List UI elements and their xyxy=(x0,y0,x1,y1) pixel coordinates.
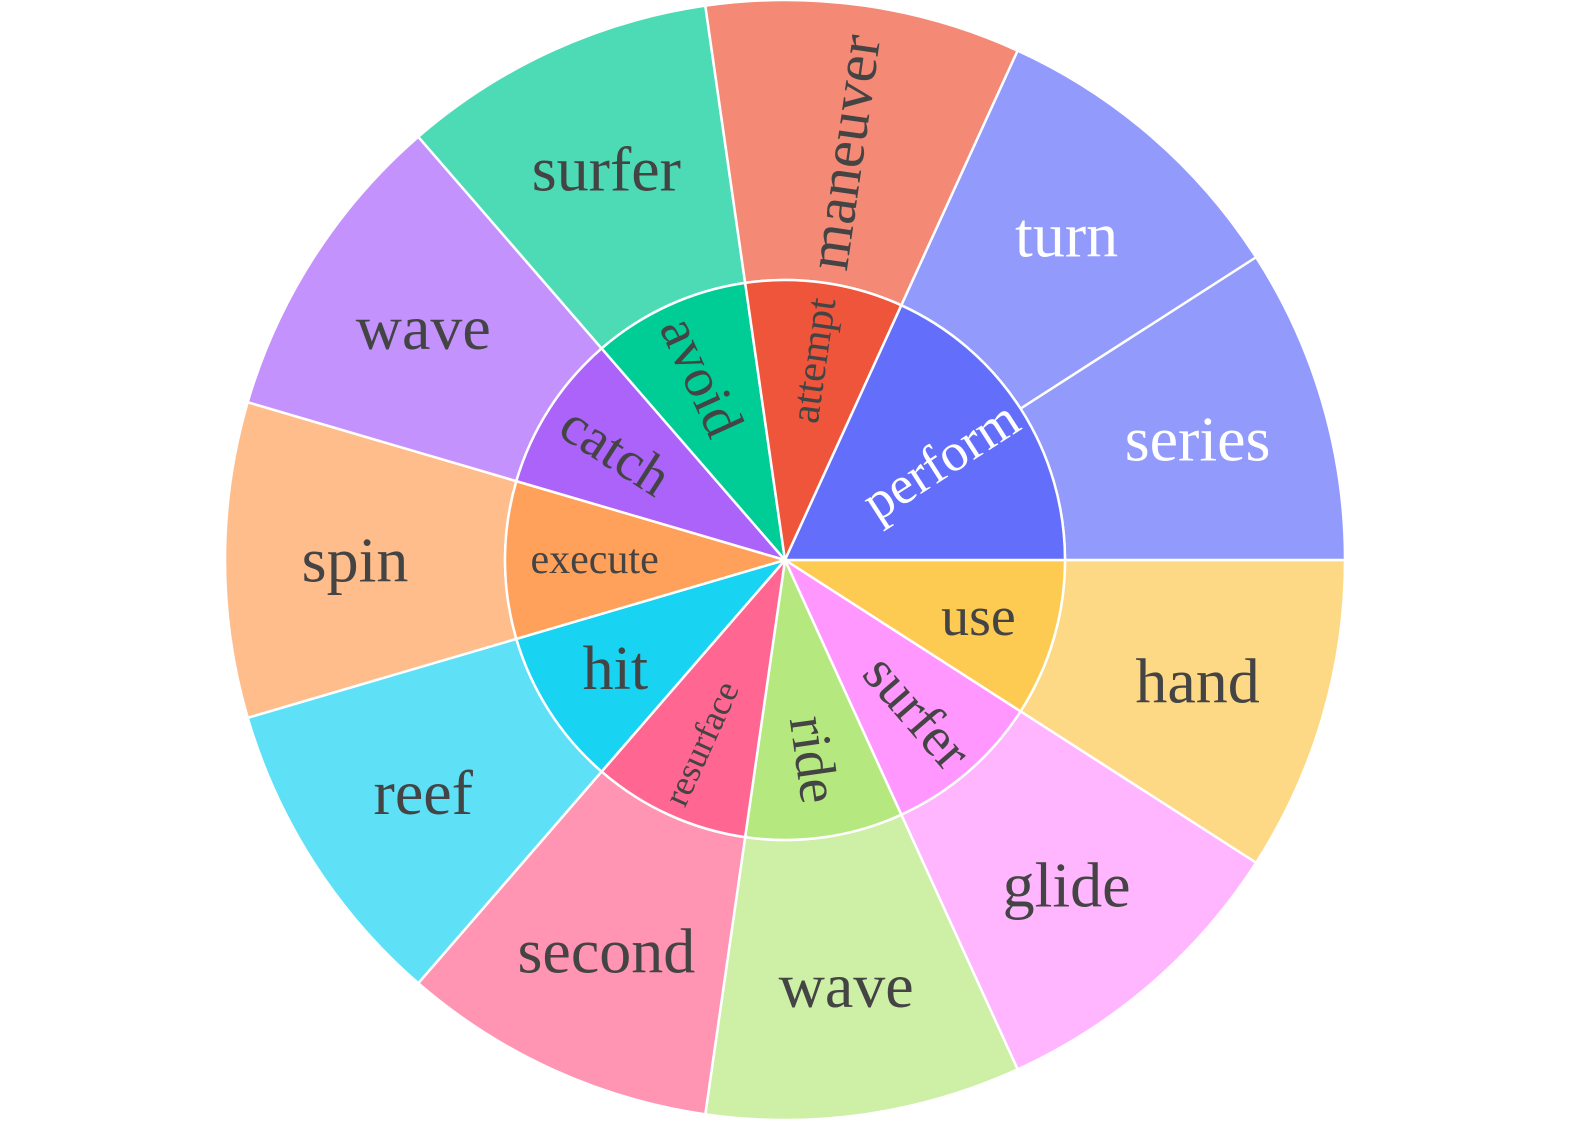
inner-segment-ride xyxy=(743,558,903,842)
inner-segment-use xyxy=(783,558,1067,713)
outer-label-glide-surfer: glide xyxy=(1003,849,1131,920)
inner-label-ride: ride xyxy=(777,712,851,807)
outer-ring xyxy=(223,0,1347,1122)
outer-label-spin-execute: spin xyxy=(302,525,409,596)
inner-segment-execute xyxy=(503,479,787,641)
inner-label-hit: hit xyxy=(583,635,648,703)
inner-segment-avoid xyxy=(600,281,787,562)
outer-label-hand-use: hand xyxy=(1135,646,1259,717)
outer-label-turn-perform: turn xyxy=(1015,200,1118,271)
outer-label-second-resurface: second xyxy=(518,916,696,987)
inner-segment-surfer xyxy=(783,558,1022,816)
inner-segment-catch xyxy=(515,347,787,562)
inner-segment-perform xyxy=(783,304,1067,562)
outer-label-series-perform: series xyxy=(1125,403,1271,474)
outer-label-reef-hit: reef xyxy=(374,757,474,828)
outer-label-surfer-avoid: surfer xyxy=(532,133,681,204)
inner-label-use: use xyxy=(941,586,1016,648)
inner-ring xyxy=(503,278,1067,842)
outer-label-wave-catch: wave xyxy=(356,292,491,363)
outer-label-wave-ride: wave xyxy=(779,950,914,1021)
inner-segment-attempt xyxy=(743,278,903,562)
inner-segment-resurface xyxy=(600,558,787,839)
inner-label-execute: execute xyxy=(530,537,658,583)
inner-segment-hit xyxy=(515,558,787,773)
